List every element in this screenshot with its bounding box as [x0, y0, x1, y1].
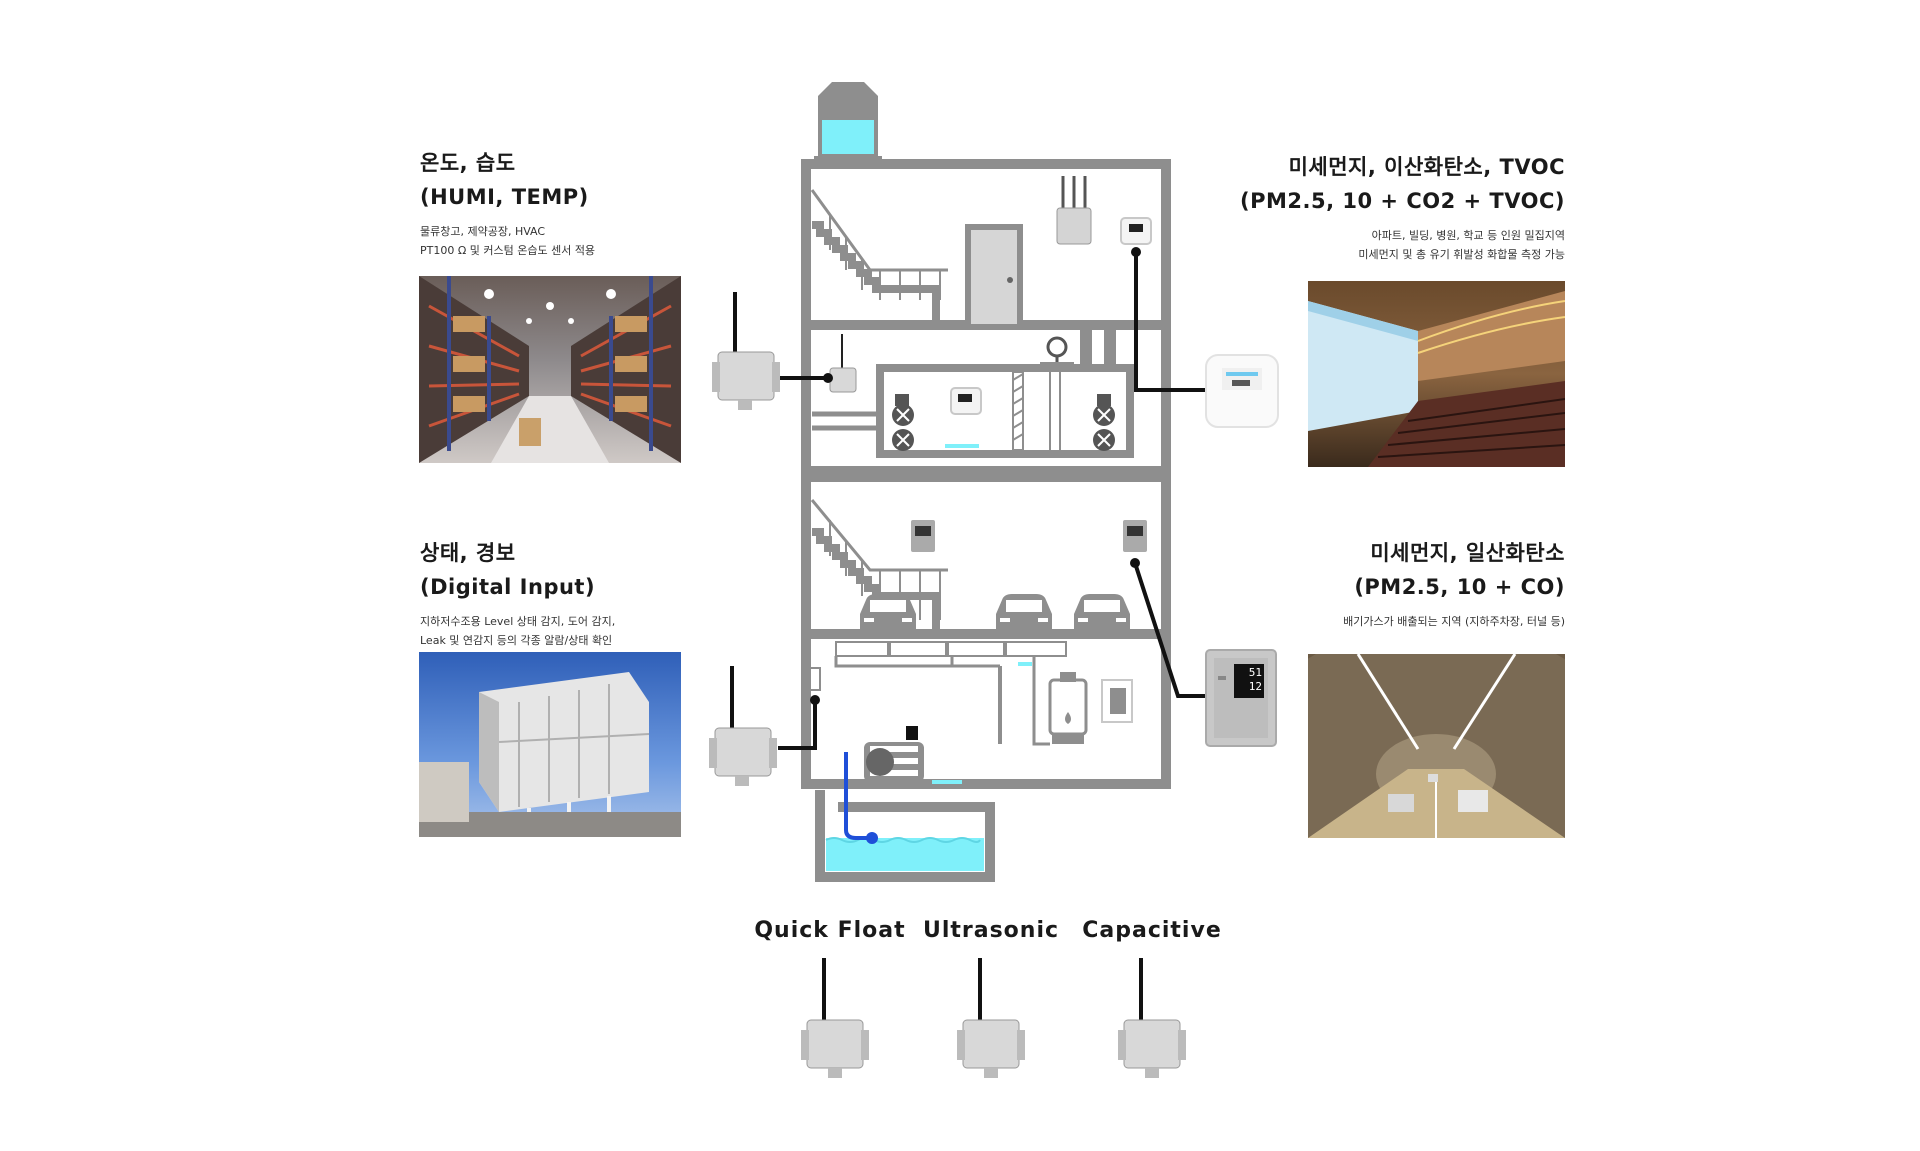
- pm-sensor-wall-upper: [1120, 217, 1205, 392]
- wireless-sensor-temp: [712, 292, 833, 410]
- tunnel-photo: [1308, 654, 1565, 838]
- panel-temp-desc-2: PT100 Ω 및 커스텀 온습도 센서 적용: [420, 244, 596, 257]
- wireless-sensor-digital: [709, 666, 777, 786]
- mechanical-room: [812, 330, 1134, 458]
- co-monitor-device: [1205, 649, 1277, 747]
- auditorium-photo: [1308, 281, 1565, 467]
- pump: [860, 726, 962, 788]
- pipes: [834, 641, 1067, 746]
- co-monitor-value-2: 12: [1248, 680, 1262, 693]
- panel-temp-title-1: 온도, 습도: [420, 151, 516, 175]
- level-sensors-row: [801, 958, 1186, 1078]
- underground-reservoir: [815, 790, 995, 882]
- panel-pm-tvoc-desc-2: 미세먼지 및 총 유기 휘발성 화합물 측정 가능: [1358, 248, 1565, 261]
- panel-temp-humidity: 온도, 습도 (HUMI, TEMP) 물류창고, 제약공장, HVAC PT1…: [420, 146, 760, 260]
- float-switch-pipe: [844, 752, 878, 844]
- roof-water-tank: [814, 82, 882, 162]
- panel-pm-tvoc-desc-1: 아파트, 빌딩, 병원, 학교 등 인원 밀집지역: [1371, 229, 1565, 242]
- sensor-label-quick-float: Quick Float: [754, 918, 906, 943]
- co-monitor-value-1: 51: [1248, 666, 1262, 679]
- panel-pm-co2-tvoc: 미세먼지, 이산화탄소, TVOC (PM2.5, 10 + CO2 + TVO…: [1165, 150, 1565, 264]
- staircase-upper: [810, 189, 948, 329]
- panel-pm-tvoc-title-1: 미세먼지, 이산화탄소, TVOC: [1288, 155, 1565, 179]
- co-sensor-wall-right: [1123, 520, 1205, 698]
- panel-pm-co-title-2: (PM2.5, 10 + CO): [1354, 575, 1565, 599]
- temp-sensor-small: [829, 334, 857, 393]
- door: [965, 224, 1023, 324]
- warehouse-photo: [419, 276, 681, 463]
- panel-digital-title-1: 상태, 경보: [420, 541, 516, 565]
- panel-pm-co-title-1: 미세먼지, 일산화탄소: [1370, 541, 1565, 565]
- level-switch: [778, 667, 821, 750]
- panel-digital-title-2: (Digital Input): [420, 575, 596, 599]
- panel-digital-input: 상태, 경보 (Digital Input) 지하저수조용 Level 상태 감…: [420, 536, 780, 650]
- gateway-device: [1056, 176, 1092, 245]
- panel-pm-co-desc-1: 배기가스가 배출되는 지역 (지하주차장, 터널 등): [1343, 615, 1565, 628]
- parked-cars: [860, 594, 1130, 636]
- co-monitor-readout: 51 12: [1236, 666, 1262, 694]
- sensor-label-capacitive: Capacitive: [1082, 918, 1222, 943]
- panel-temp-title-2: (HUMI, TEMP): [420, 185, 589, 209]
- sensor-label-ultrasonic: Ultrasonic: [922, 918, 1060, 943]
- control-panel: [1101, 679, 1133, 723]
- panel-pm-tvoc-title-2: (PM2.5, 10 + CO2 + TVOC): [1240, 189, 1565, 213]
- water-heater: [1048, 672, 1088, 744]
- panel-pm-co: 미세먼지, 일산화탄소 (PM2.5, 10 + CO) 배기가스가 배출되는 …: [1205, 536, 1565, 631]
- panel-temp-desc-1: 물류창고, 제약공장, HVAC: [420, 225, 546, 238]
- panel-digital-desc-1: 지하저수조용 Level 상태 감지, 도어 감지,: [420, 615, 616, 628]
- water-tank-photo: [419, 652, 681, 837]
- co-sensor-wall-left: [911, 520, 935, 552]
- panel-digital-desc-2: Leak 및 연감지 등의 각종 알람/상태 확인: [420, 634, 613, 647]
- air-quality-monitor: [1205, 354, 1279, 428]
